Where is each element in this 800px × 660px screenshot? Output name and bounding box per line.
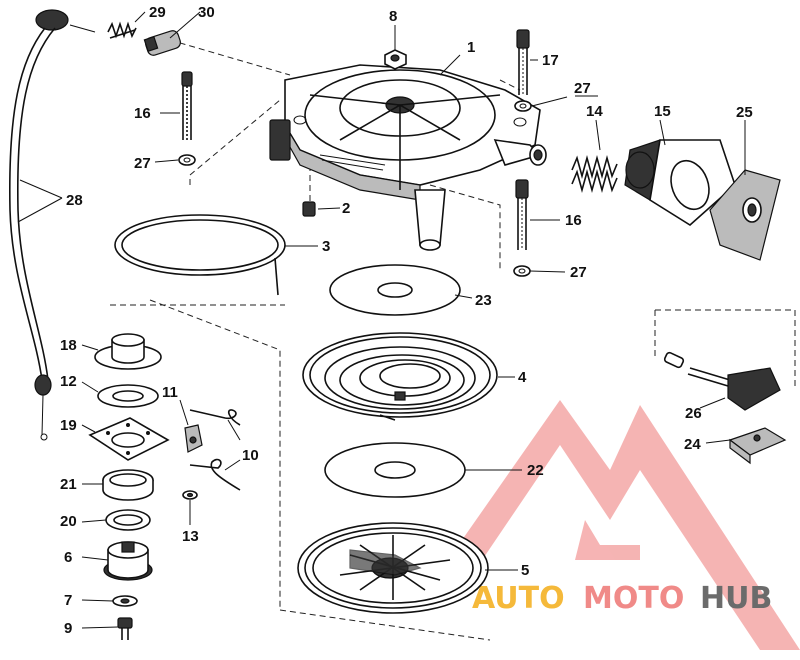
callout-labels: 1 2 3 4 5 6 7 8 9 10 11 12 13 14 15 16 1… <box>60 4 753 637</box>
part-10-springs <box>189 409 241 491</box>
dashed-guides <box>110 39 796 641</box>
label-15: 15 <box>654 103 671 120</box>
label-14: 14 <box>586 103 603 120</box>
label-16-left: 16 <box>134 105 151 122</box>
label-28: 28 <box>66 192 83 209</box>
label-25: 25 <box>736 104 753 121</box>
label-8: 8 <box>389 8 397 25</box>
part-3-rope <box>114 214 286 296</box>
label-21: 21 <box>60 476 77 493</box>
label-19: 19 <box>60 417 77 434</box>
watermark-inner-cut <box>520 470 640 600</box>
part-16-left-bolt <box>181 71 193 140</box>
part-5-pulley <box>297 522 489 614</box>
part-17-bolt <box>516 29 530 95</box>
part-19-gasket <box>88 417 170 461</box>
watermark-g-shape <box>575 520 640 560</box>
part-29-spring <box>107 21 137 39</box>
part-12-washer <box>97 384 159 408</box>
part-27-right-washer <box>513 265 531 277</box>
label-24: 24 <box>684 436 701 453</box>
label-30: 30 <box>198 4 215 21</box>
label-13: 13 <box>182 528 199 545</box>
part-1-housing <box>269 64 547 251</box>
part-18-cap <box>94 333 162 370</box>
leader-lines <box>17 11 746 629</box>
watermark-text-auto: AUTO <box>472 581 565 616</box>
part-21-seal <box>102 469 154 501</box>
label-3: 3 <box>322 238 330 255</box>
label-23: 23 <box>475 292 492 309</box>
label-11: 11 <box>162 384 178 401</box>
part-23-washer <box>329 264 461 316</box>
label-10: 10 <box>242 447 259 464</box>
watermark-text-hub: HUB <box>700 581 772 616</box>
part-25-plate <box>709 169 781 261</box>
part-2-screw <box>302 201 316 217</box>
label-5: 5 <box>521 562 529 579</box>
part-13-washer <box>182 490 198 500</box>
part-27-left-washer <box>178 154 196 166</box>
part-4-rewind-spring <box>302 332 498 421</box>
label-12: 12 <box>60 373 77 390</box>
label-9: 9 <box>64 620 72 637</box>
label-27-left: 27 <box>134 155 151 172</box>
label-6: 6 <box>64 549 72 566</box>
watermark-triangle-shape <box>420 400 800 650</box>
label-29: 29 <box>149 4 166 21</box>
label-4: 4 <box>518 369 527 386</box>
part-28-cable <box>8 9 96 441</box>
part-8-nut <box>384 49 407 70</box>
part-22-washer <box>324 442 466 498</box>
label-18: 18 <box>60 337 77 354</box>
part-16-right-bolt <box>515 179 529 250</box>
part-9-screw <box>117 617 133 640</box>
label-17: 17 <box>542 52 559 69</box>
part-14-spring <box>571 155 618 193</box>
label-1: 1 <box>467 39 475 56</box>
part-7-washer <box>112 595 138 607</box>
part-27-top-washer <box>514 100 532 112</box>
label-27-top: 27 <box>574 80 591 97</box>
label-22: 22 <box>527 462 544 479</box>
part-15-guide <box>624 139 736 226</box>
part-30-plunger <box>143 30 181 56</box>
part-26-handle <box>663 351 781 411</box>
part-24-anchor <box>728 427 787 465</box>
watermark-logo <box>420 400 800 650</box>
part-11-pawl <box>184 424 203 453</box>
label-27-right: 27 <box>570 264 587 281</box>
label-20: 20 <box>60 513 77 530</box>
label-7: 7 <box>64 592 72 609</box>
watermark-text-moto: MOTO <box>583 581 684 616</box>
label-16-right: 16 <box>565 212 582 229</box>
label-2: 2 <box>342 200 350 217</box>
part-20-ring <box>105 509 151 531</box>
part-6-hub <box>103 541 153 581</box>
label-26: 26 <box>685 405 702 422</box>
